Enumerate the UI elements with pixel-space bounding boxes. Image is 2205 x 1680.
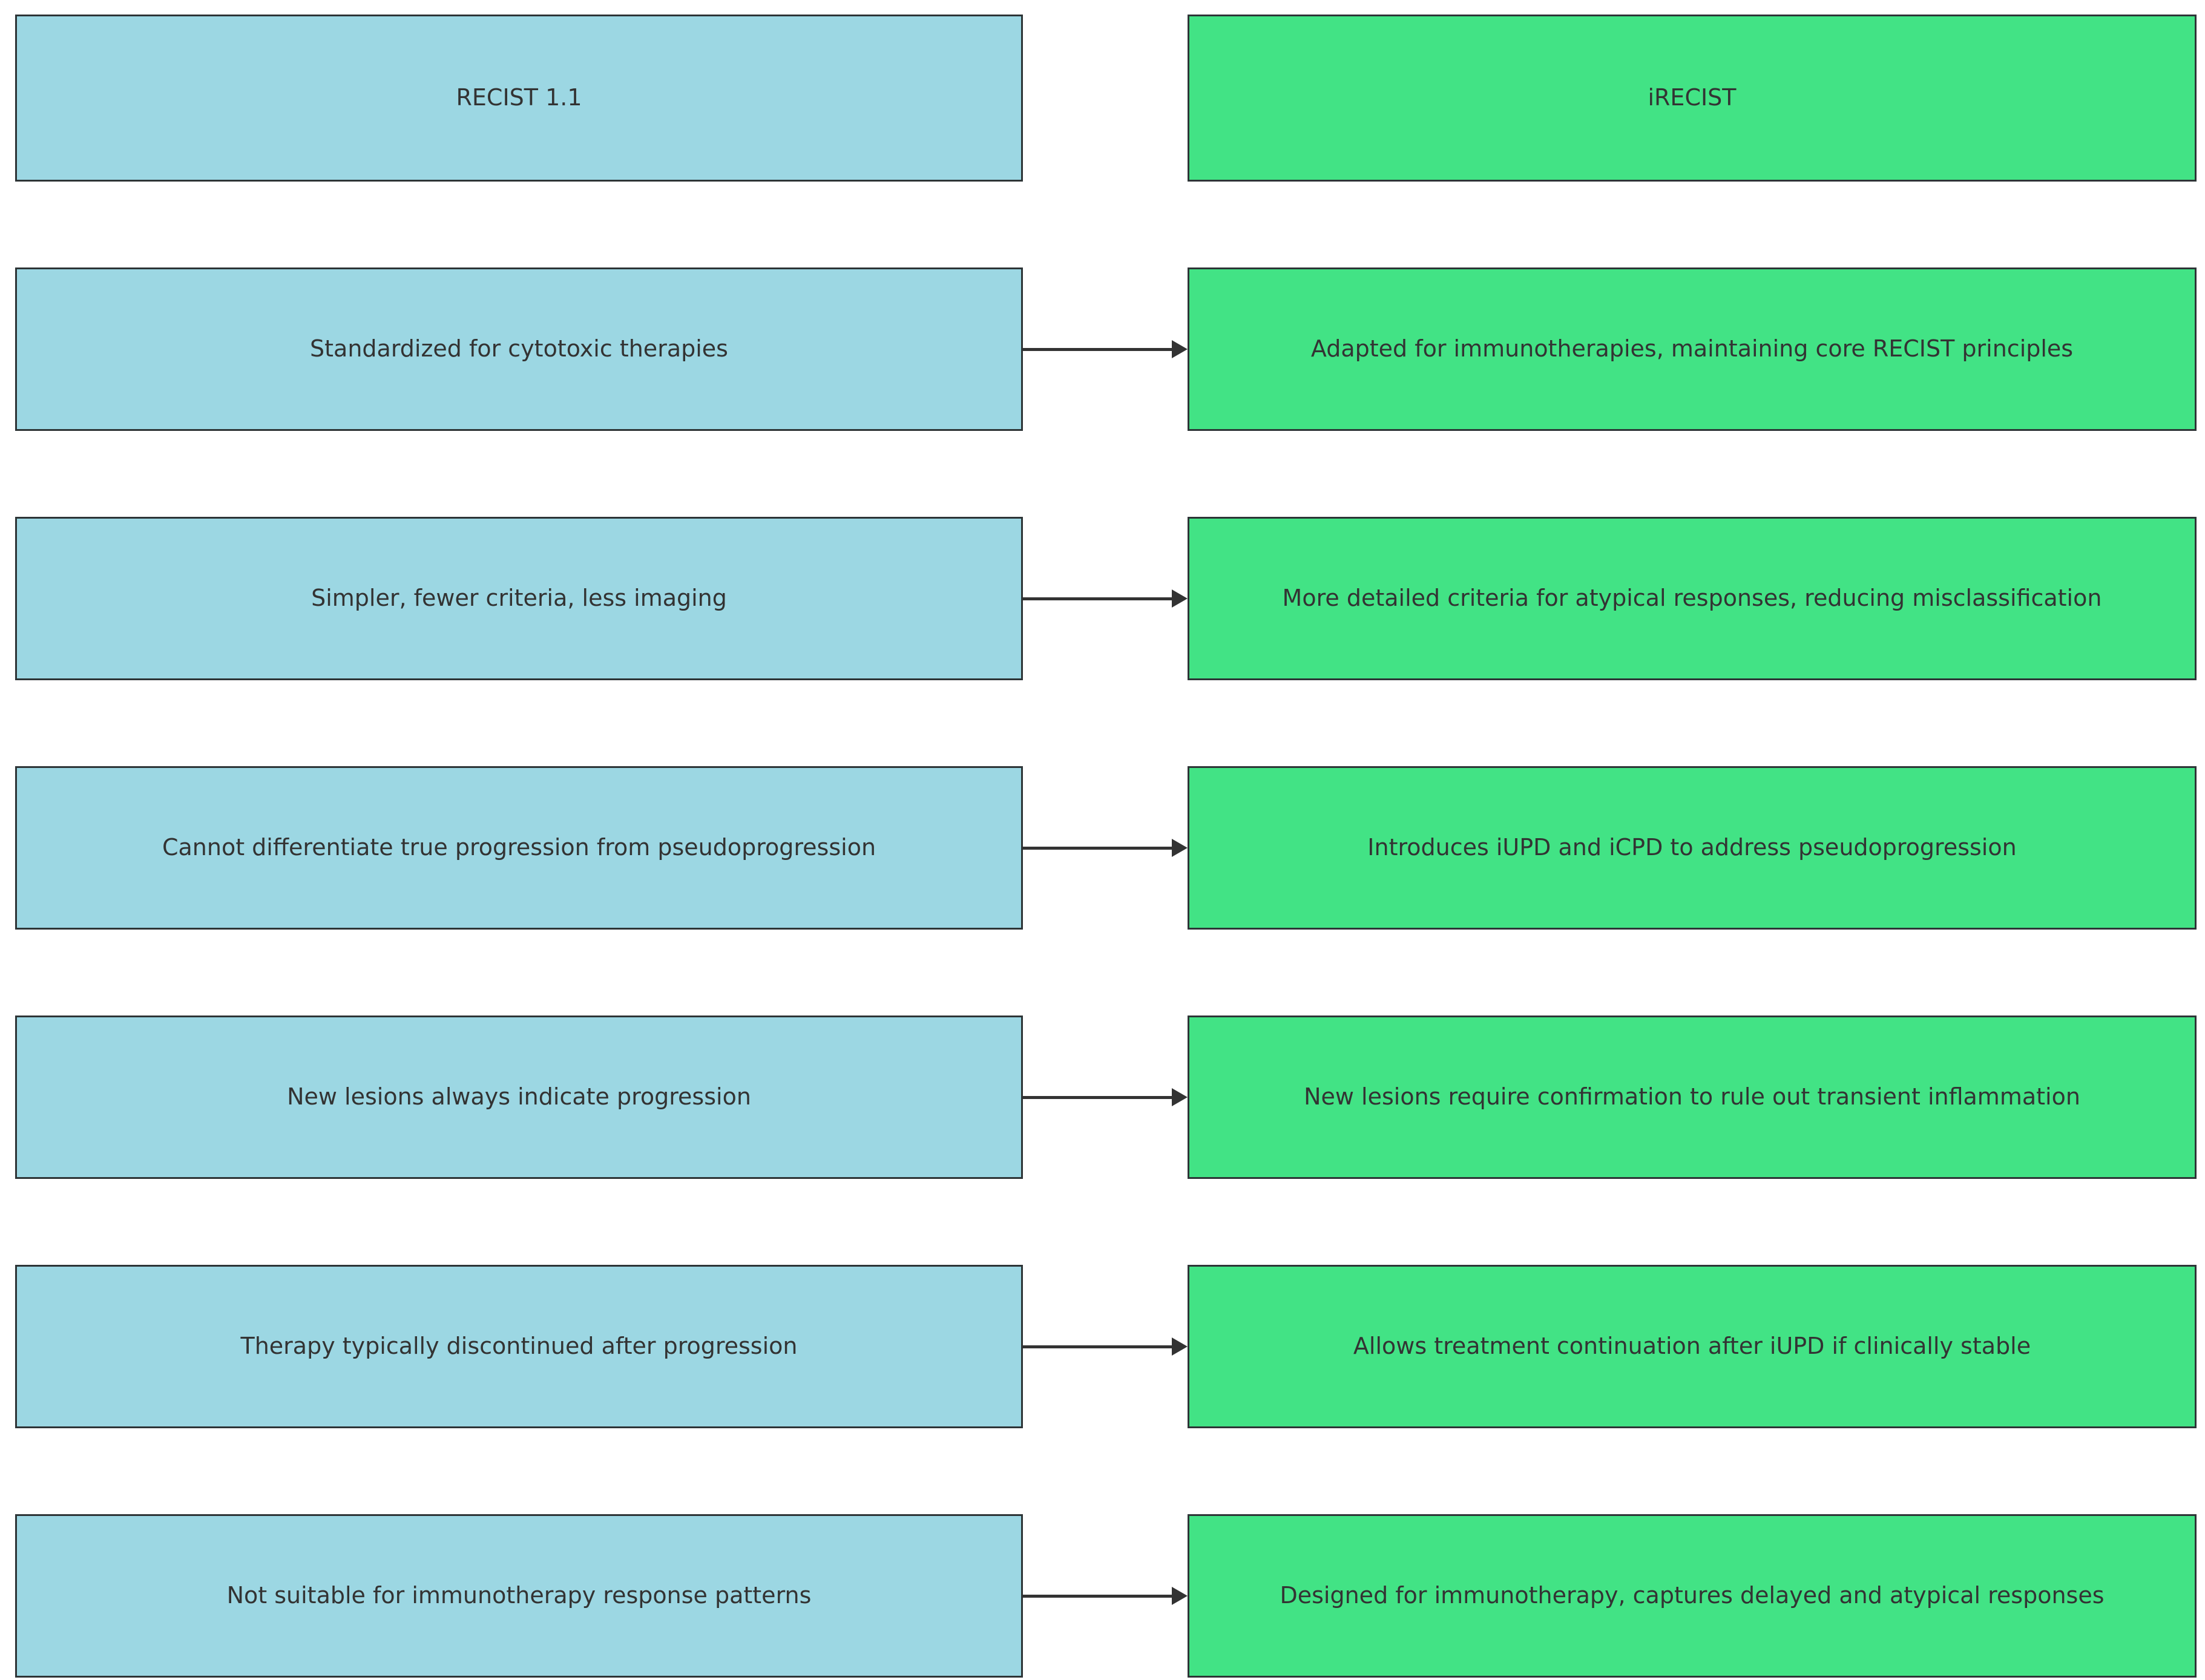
arrow-line [1023, 846, 1173, 850]
irecist-item-box: More detailed criteria for atypical resp… [1188, 517, 2197, 680]
irecist-item-label: Designed for immunotherapy, captures del… [1280, 1582, 2105, 1609]
comparison-arrow [1023, 267, 1188, 431]
comparison-arrow [1023, 766, 1188, 930]
arrow-line [1023, 347, 1173, 351]
arrow-head-icon [1172, 340, 1188, 358]
comparison-row: Therapy typically discontinued after pro… [15, 1265, 2197, 1428]
comparison-row: New lesions always indicate progression … [15, 1016, 2197, 1179]
irecist-item-label: More detailed criteria for atypical resp… [1282, 585, 2102, 612]
recist-item-box: Standardized for cytotoxic therapies [15, 267, 1023, 431]
irecist-header-box: iRECIST [1188, 15, 2197, 182]
irecist-item-box: Adapted for immunotherapies, maintaining… [1188, 267, 2197, 431]
irecist-item-label: Allows treatment continuation after iUPD… [1353, 1333, 2031, 1360]
comparison-arrow [1023, 1514, 1188, 1678]
irecist-item-box: New lesions require confirmation to rule… [1188, 1016, 2197, 1179]
irecist-item-box: Allows treatment continuation after iUPD… [1188, 1265, 2197, 1428]
header-row: RECIST 1.1 iRECIST [15, 15, 2197, 182]
comparison-row: Not suitable for immunotherapy response … [15, 1514, 2197, 1678]
arrow-line [1023, 1345, 1173, 1348]
irecist-item-label: New lesions require confirmation to rule… [1304, 1083, 2080, 1111]
irecist-item-label: Introduces iUPD and iCPD to address pseu… [1367, 834, 2017, 861]
comparison-arrow [1023, 1265, 1188, 1428]
irecist-item-label: Adapted for immunotherapies, maintaining… [1310, 335, 2074, 363]
recist-header-label: RECIST 1.1 [456, 84, 582, 111]
recist-item-label: Standardized for cytotoxic therapies [310, 335, 728, 363]
recist-header-box: RECIST 1.1 [15, 15, 1023, 182]
recist-item-box: Simpler, fewer criteria, less imaging [15, 517, 1023, 680]
arrow-head-icon [1172, 839, 1188, 857]
comparison-row: Simpler, fewer criteria, less imaging Mo… [15, 517, 2197, 680]
comparison-arrow [1023, 1016, 1188, 1179]
comparison-row: Cannot differentiate true progression fr… [15, 766, 2197, 930]
arrow-head-icon [1172, 589, 1188, 608]
arrow-line [1023, 597, 1173, 600]
comparison-arrow [1023, 517, 1188, 680]
recist-item-label: Not suitable for immunotherapy response … [226, 1582, 812, 1609]
recist-item-box: Therapy typically discontinued after pro… [15, 1265, 1023, 1428]
recist-item-box: New lesions always indicate progression [15, 1016, 1023, 1179]
arrow-line [1023, 1095, 1173, 1099]
arrow-head-icon [1172, 1587, 1188, 1605]
recist-item-label: New lesions always indicate progression [287, 1083, 751, 1111]
irecist-item-box: Introduces iUPD and iCPD to address pseu… [1188, 766, 2197, 930]
irecist-item-box: Designed for immunotherapy, captures del… [1188, 1514, 2197, 1678]
recist-item-label: Therapy typically discontinued after pro… [240, 1333, 798, 1360]
recist-item-label: Simpler, fewer criteria, less imaging [311, 585, 727, 612]
arrow-line [1023, 1594, 1173, 1598]
arrow-head-icon [1172, 1337, 1188, 1356]
comparison-row: Standardized for cytotoxic therapies Ada… [15, 267, 2197, 431]
header-spacer [1023, 15, 1188, 182]
arrow-head-icon [1172, 1088, 1188, 1106]
recist-item-label: Cannot differentiate true progression fr… [162, 834, 876, 861]
recist-item-box: Not suitable for immunotherapy response … [15, 1514, 1023, 1678]
irecist-header-label: iRECIST [1648, 84, 1737, 111]
recist-item-box: Cannot differentiate true progression fr… [15, 766, 1023, 930]
